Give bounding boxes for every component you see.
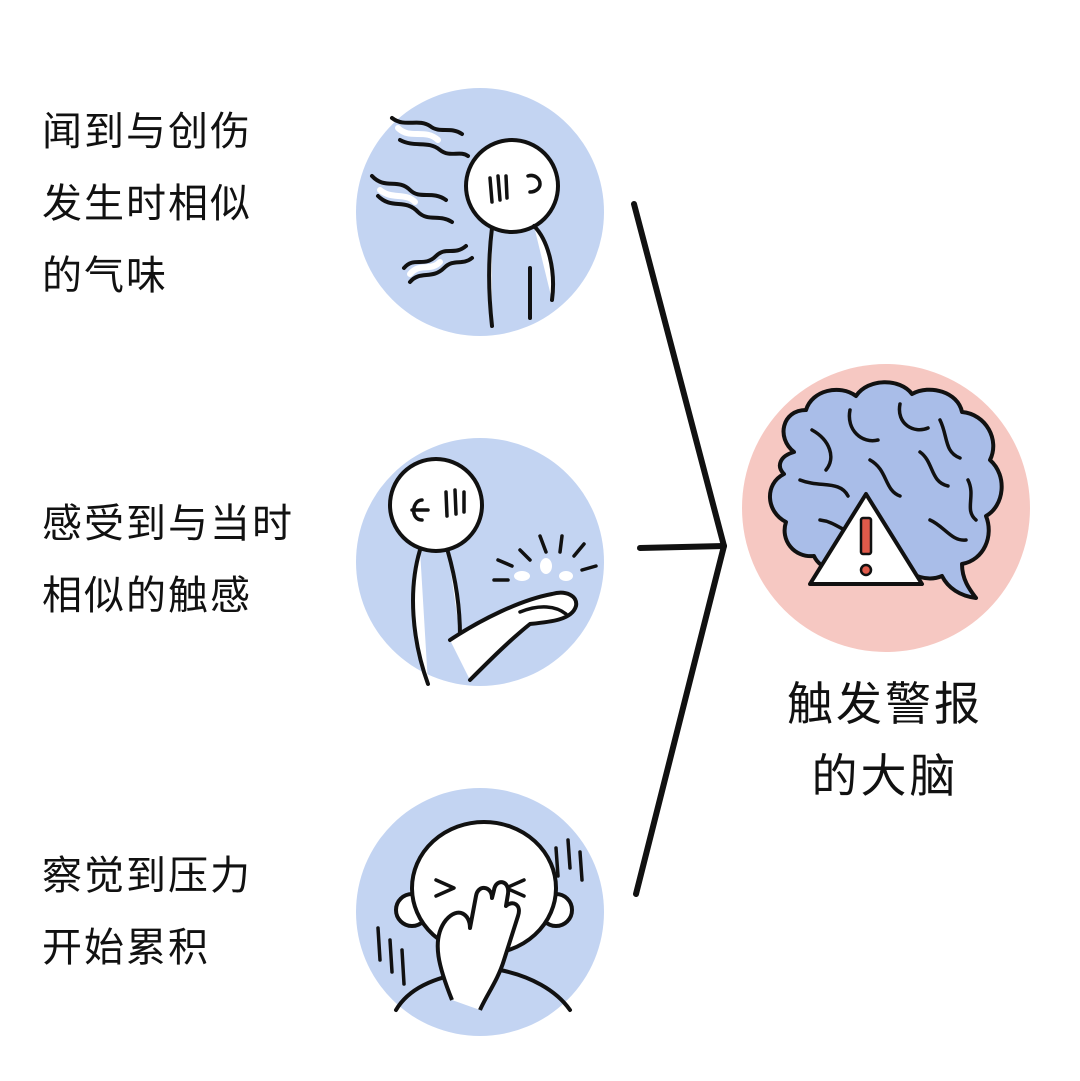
trigger-smell-line-3: 的气味 — [42, 253, 168, 299]
connector-lines — [631, 201, 727, 897]
trigger-touch-text: 感受到与当时 相似的触感 — [42, 488, 294, 632]
result-line-1: 触发警报 — [787, 677, 983, 731]
trigger-touch-line-2: 相似的触感 — [42, 573, 252, 619]
result-text: 触发警报 的大脑 — [740, 668, 1030, 812]
trigger-smell-line-2: 发生时相似 — [42, 181, 252, 227]
trigger-touch-line-1: 感受到与当时 — [42, 501, 294, 547]
brain-warning-icon — [742, 364, 1030, 652]
trigger-stress-line-1: 察觉到压力 — [42, 853, 252, 899]
result-line-2: 的大脑 — [811, 749, 959, 803]
smell-waves-figure-icon — [356, 88, 604, 336]
touch-hands-figure-icon — [356, 438, 604, 686]
stress-head-figure-icon — [356, 788, 604, 1036]
trigger-stress-line-2: 开始累积 — [42, 925, 210, 971]
trigger-smell-line-1: 闻到与创伤 — [42, 109, 252, 155]
trigger-smell-text: 闻到与创伤 发生时相似 的气味 — [42, 96, 252, 312]
trigger-stress-text: 察觉到压力 开始累积 — [42, 840, 252, 984]
